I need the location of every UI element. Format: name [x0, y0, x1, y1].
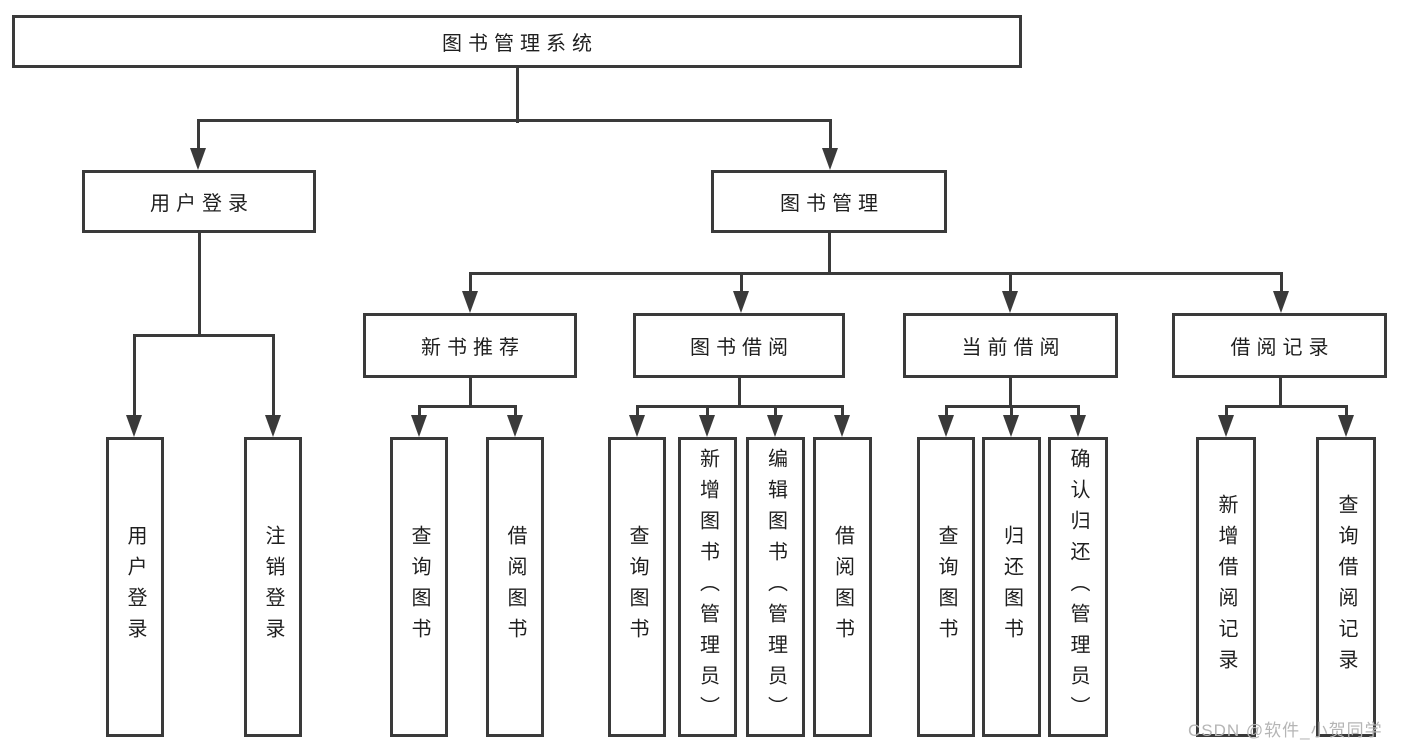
node-label: 图书借阅 — [690, 337, 794, 359]
connector-vline — [418, 406, 421, 417]
connector-vline — [1279, 378, 1282, 407]
arrow-down-icon — [834, 415, 850, 437]
connector-vline — [706, 406, 709, 417]
connector-hline — [418, 405, 517, 408]
leaf-query-book-borrow: 查询图书 — [608, 437, 666, 737]
arrow-down-icon — [507, 415, 523, 437]
node-label: 查询图书 — [626, 525, 648, 649]
node-label: 查询图书 — [935, 525, 957, 649]
connector-vline — [198, 233, 201, 336]
node-label: 查询借阅记录 — [1335, 494, 1357, 680]
node-label: 归还图书 — [1000, 525, 1023, 649]
connector-hline — [133, 334, 275, 337]
leaf-borrow-book-recommend: 借阅图书 — [486, 437, 544, 737]
arrow-down-icon — [822, 148, 838, 170]
node-user-login: 用户登录 — [82, 170, 316, 233]
arrow-down-icon — [1338, 415, 1354, 437]
connector-vline — [829, 120, 832, 150]
connector-vline — [272, 335, 275, 417]
connector-vline — [740, 273, 743, 293]
node-label: 借阅图书 — [504, 525, 526, 649]
leaf-confirm-return-admin: 确认归还（管理员） — [1048, 437, 1108, 737]
arrow-down-icon — [462, 291, 478, 313]
connector-vline — [1280, 273, 1283, 293]
node-label: 借阅图书 — [831, 525, 854, 649]
node-label: 用户登录 — [150, 193, 254, 215]
leaf-query-book-current: 查询图书 — [917, 437, 975, 737]
connector-vline — [1077, 406, 1080, 417]
connector-hline — [636, 405, 844, 408]
connector-vline — [636, 406, 639, 417]
node-library-system: 图书管理系统 — [12, 15, 1022, 68]
connector-vline — [738, 378, 741, 407]
arrow-down-icon — [1002, 291, 1018, 313]
node-label: 新增图书（管理员） — [696, 447, 719, 727]
leaf-add-borrow-record: 新增借阅记录 — [1196, 437, 1256, 737]
connector-vline — [774, 406, 777, 417]
leaf-query-book-recommend: 查询图书 — [390, 437, 448, 737]
leaf-add-book-admin: 新增图书（管理员） — [678, 437, 737, 737]
connector-vline — [469, 378, 472, 407]
node-label: 查询图书 — [408, 525, 430, 649]
csdn-watermark: CSDN @软件_小贺同学 — [1188, 721, 1383, 740]
arrow-down-icon — [767, 415, 783, 437]
node-book-borrow: 图书借阅 — [633, 313, 845, 378]
connector-hline — [197, 119, 832, 122]
arrow-down-icon — [733, 291, 749, 313]
leaf-query-borrow-record: 查询借阅记录 — [1316, 437, 1376, 737]
connector-vline — [841, 406, 844, 417]
connector-vline — [828, 233, 831, 275]
connector-vline — [1345, 406, 1348, 417]
arrow-down-icon — [1003, 415, 1019, 437]
connector-vline — [469, 273, 472, 293]
connector-vline — [1009, 273, 1012, 293]
connector-vline — [197, 120, 200, 150]
node-label: 当前借阅 — [961, 337, 1066, 359]
node-book-management: 图书管理 — [711, 170, 947, 233]
node-label: 注销登录 — [262, 525, 284, 649]
connector-vline — [514, 406, 517, 417]
arrow-down-icon — [699, 415, 715, 437]
node-new-book-recommend: 新书推荐 — [363, 313, 577, 378]
connector-hline — [1225, 405, 1348, 408]
node-label: 新书推荐 — [421, 337, 525, 359]
node-label: 借阅记录 — [1230, 337, 1335, 359]
arrow-down-icon — [1273, 291, 1289, 313]
node-current-borrow: 当前借阅 — [903, 313, 1118, 378]
connector-vline — [133, 335, 136, 417]
connector-vline — [945, 406, 948, 417]
node-label: 图书管理 — [780, 193, 884, 215]
connector-hline — [469, 272, 1283, 275]
connector-vline — [516, 68, 519, 123]
arrow-down-icon — [938, 415, 954, 437]
arrow-down-icon — [411, 415, 427, 437]
leaf-borrow-book: 借阅图书 — [813, 437, 872, 737]
node-label: 编辑图书（管理员） — [764, 447, 787, 727]
arrow-down-icon — [1070, 415, 1086, 437]
arrow-down-icon — [265, 415, 281, 437]
leaf-return-book: 归还图书 — [982, 437, 1041, 737]
arrow-down-icon — [126, 415, 142, 437]
node-label: 新增借阅记录 — [1215, 494, 1237, 680]
arrow-down-icon — [190, 148, 206, 170]
connector-vline — [1010, 406, 1013, 417]
leaf-user-login: 用户登录 — [106, 437, 164, 737]
node-label: 图书管理系统 — [442, 33, 598, 55]
arrow-down-icon — [1218, 415, 1234, 437]
connector-vline — [1225, 406, 1228, 417]
leaf-logout: 注销登录 — [244, 437, 302, 737]
arrow-down-icon — [629, 415, 645, 437]
leaf-edit-book-admin: 编辑图书（管理员） — [746, 437, 805, 737]
node-label: 用户登录 — [124, 525, 146, 649]
node-label: 确认归还（管理员） — [1067, 447, 1089, 727]
node-borrow-records: 借阅记录 — [1172, 313, 1387, 378]
connector-vline — [1009, 378, 1012, 407]
